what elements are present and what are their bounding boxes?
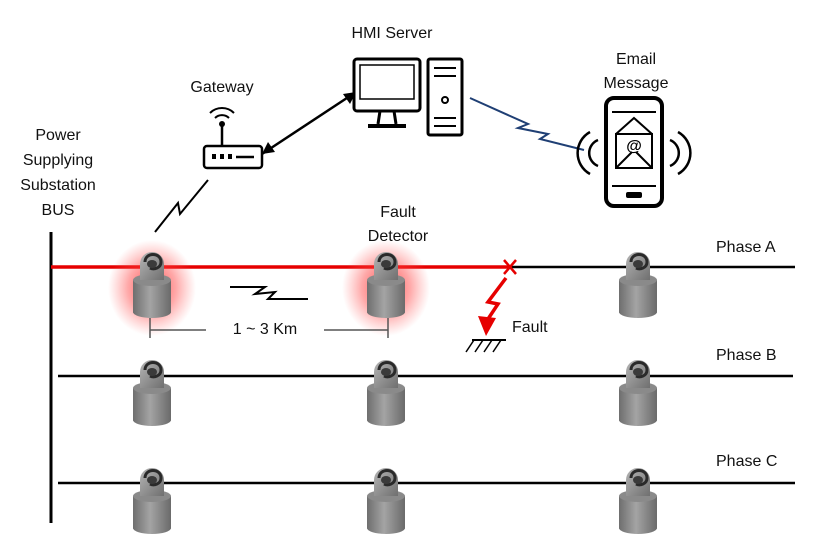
smartphone-email-icon: @ bbox=[576, 96, 692, 208]
fault-label: Fault bbox=[512, 319, 548, 336]
wireless-link-icon bbox=[154, 179, 209, 233]
fault-detector-icon bbox=[617, 358, 659, 428]
bidirectional-arrow bbox=[261, 90, 357, 156]
substation-label-line2: Supplying bbox=[22, 152, 94, 169]
lightning-ground-icon bbox=[465, 276, 508, 353]
fault-detector-label-line2: Detector bbox=[367, 228, 429, 245]
distance-dimension bbox=[149, 318, 389, 338]
computer-icon bbox=[352, 57, 464, 137]
email-label-line1: Email bbox=[615, 51, 657, 68]
router-icon bbox=[202, 107, 264, 170]
fault-detector-icon bbox=[131, 358, 173, 428]
gateway-label: Gateway bbox=[190, 79, 254, 96]
substation-label-line1: Power bbox=[35, 127, 81, 144]
phase-a-label: Phase A bbox=[716, 239, 776, 256]
fault-detector-icon bbox=[617, 250, 659, 320]
hmi-server-label: HMI Server bbox=[351, 25, 433, 42]
wireless-link-icon bbox=[469, 97, 585, 151]
phase-c-label: Phase C bbox=[716, 453, 778, 470]
substation-label-line3: Substation bbox=[20, 177, 96, 194]
distance-label: 1 ~ 3 Km bbox=[232, 321, 298, 338]
substation-label-line4: BUS bbox=[41, 202, 75, 219]
fault-detector-icon bbox=[131, 466, 173, 536]
fault-break-icon bbox=[503, 259, 517, 275]
wireless-link-icon bbox=[230, 286, 308, 300]
fault-detector-label-line1: Fault bbox=[380, 204, 416, 221]
fault-detector-icon bbox=[365, 358, 407, 428]
phase-b-label: Phase B bbox=[716, 347, 777, 364]
fault-detector-icon bbox=[617, 466, 659, 536]
svg-text:@: @ bbox=[626, 138, 642, 155]
email-label-line2: Message bbox=[603, 75, 669, 92]
fault-detector-icon bbox=[365, 466, 407, 536]
